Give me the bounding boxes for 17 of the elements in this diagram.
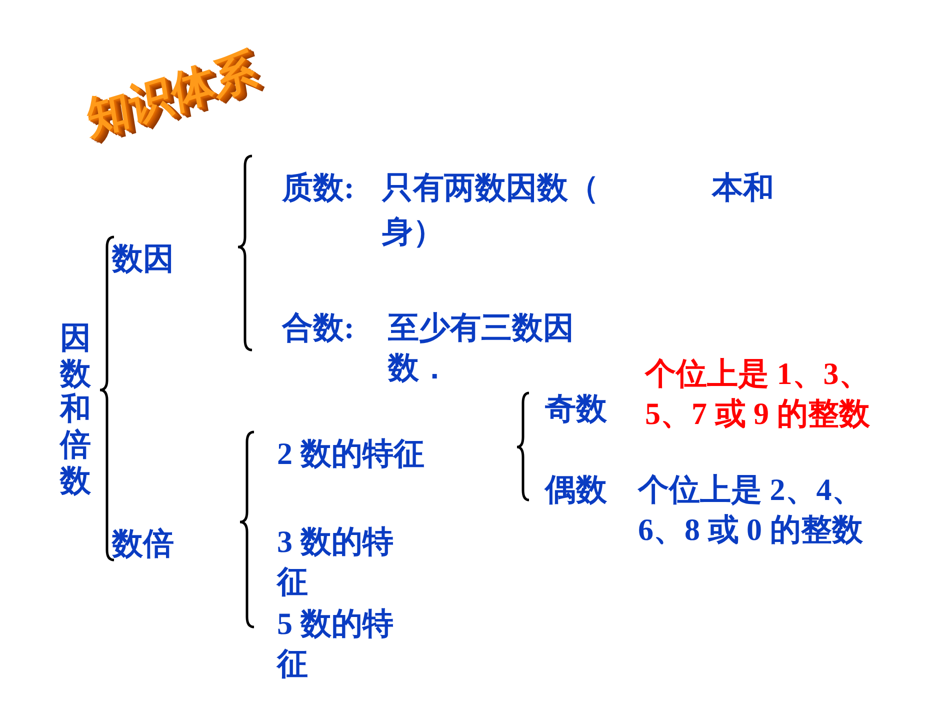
feature-label: 3 数的特征: [277, 523, 394, 601]
definition-text: 只有两数因数（: [382, 169, 600, 207]
title-text: 知识体系: [84, 43, 261, 147]
term-label: 合数:: [282, 309, 356, 347]
definition-text: 至少有三数因数．: [388, 309, 575, 387]
feature-label: 5 数的特征: [277, 605, 394, 683]
category-label: 数因: [112, 240, 175, 278]
rule-text: 个位上是 1、3、5、7 或 9 的整数: [645, 355, 871, 433]
feature-label: 2 数的特征: [277, 435, 426, 473]
term-label: 质数:: [282, 169, 356, 207]
topic-heading: 因数和倍数: [60, 320, 91, 498]
category-label: 数倍: [112, 525, 175, 563]
definition-text: 身）: [382, 213, 445, 251]
term-label: 偶数: [545, 471, 608, 509]
term-label: 奇数: [545, 390, 608, 428]
definition-text: 本和: [712, 169, 775, 207]
rule-text: 个位上是 2、4、6、8 或 0 的整数: [638, 471, 864, 549]
